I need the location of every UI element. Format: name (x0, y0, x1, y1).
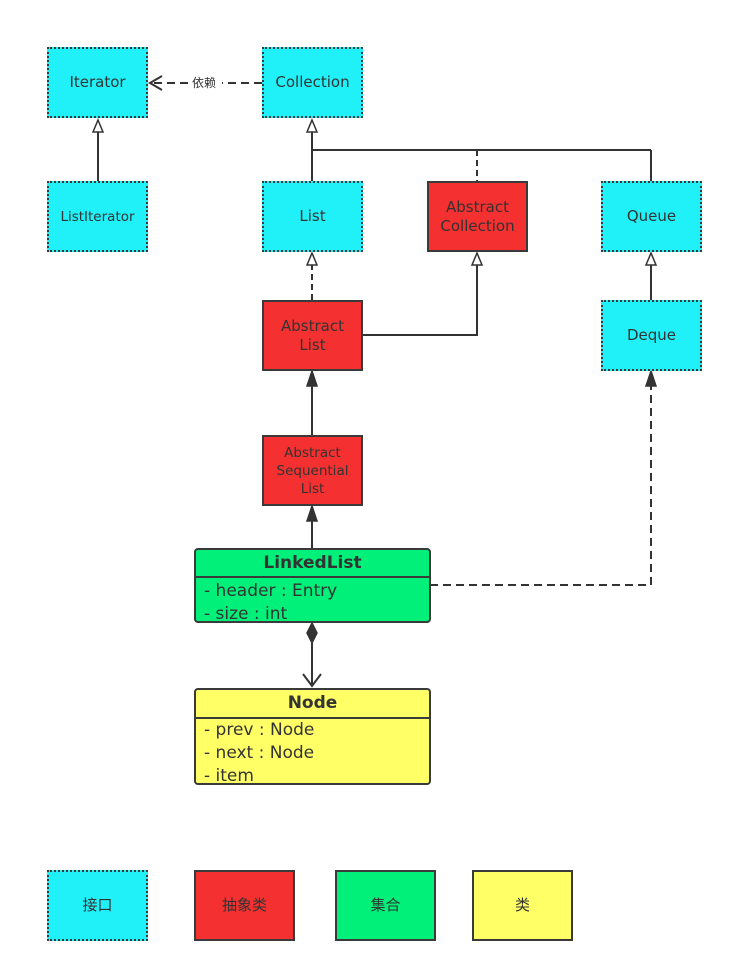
dependency-label: 依赖 (191, 76, 218, 90)
abstract-list-class[interactable]: Abstract List (262, 300, 363, 371)
node-field-item: - item (204, 766, 254, 785)
linkedlist-extends-edge (305, 503, 319, 548)
composition-edge (302, 621, 322, 688)
linkedlist-class[interactable]: LinkedList - header : Entry - size : int (194, 548, 431, 623)
abstract-sequential-list-line-2: Sequential (276, 462, 349, 479)
abstract-list-line-1: Abstract (281, 316, 344, 335)
linkedlist-field-header: - header : Entry (204, 581, 338, 601)
abstract-collection-line-1: Abstract (446, 197, 509, 216)
node-field-prev: - prev : Node (204, 720, 315, 740)
listiterator-extends-edge (91, 118, 105, 181)
linkedlist-implements-deque-edge (430, 368, 658, 586)
list-interface[interactable]: List (262, 181, 363, 252)
linkedlist-class-name: LinkedList (196, 550, 429, 578)
legend-class: 类 (472, 870, 573, 941)
abstract-list-line-2: List (299, 335, 326, 354)
node-class-name: Node (196, 690, 429, 719)
node-class[interactable]: Node - prev : Node - next : Node - item (194, 688, 431, 785)
abstract-sequential-list-line-3: List (300, 480, 325, 497)
deque-extends-queue-edge (644, 251, 658, 300)
deque-interface[interactable]: Deque (601, 300, 702, 371)
listiterator-interface[interactable]: ListIterator (47, 181, 148, 252)
abstract-collection-class[interactable]: Abstract Collection (427, 181, 528, 252)
node-fields: - prev : Node - next : Node - item (196, 719, 429, 785)
node-field-next: - next : Node (204, 743, 315, 763)
abstract-sequential-list-line-1: Abstract (284, 444, 341, 461)
iterator-interface[interactable]: Iterator (47, 47, 148, 118)
queue-interface[interactable]: Queue (601, 181, 702, 252)
legend-collection: 集合 (335, 870, 436, 941)
legend-abstract-class: 抽象类 (194, 870, 295, 941)
linkedlist-fields: - header : Entry - size : int (196, 578, 429, 623)
abstract-collection-line-2: Collection (440, 216, 515, 235)
linkedlist-field-size: - size : int (204, 604, 288, 623)
dependency-edge (148, 75, 262, 91)
legend-interface: 接口 (47, 870, 148, 941)
abstract-sequential-list-class[interactable]: Abstract Sequential List (262, 435, 363, 506)
abstractlist-extends-abstractcollection-edge (362, 251, 484, 336)
abstractsequentiallist-extends-edge (305, 368, 319, 435)
abstractlist-implements-list-edge (305, 251, 319, 300)
collection-hierarchy-edges (305, 118, 652, 181)
collection-interface[interactable]: Collection (262, 47, 363, 118)
